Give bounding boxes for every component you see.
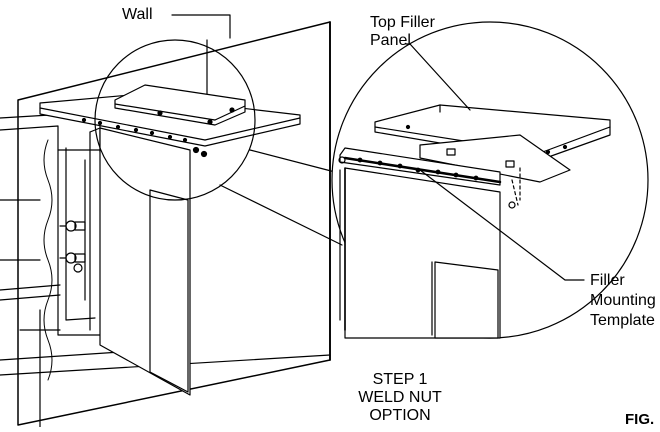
magnified-detail (338, 104, 611, 339)
leader-lines (171, 14, 585, 281)
step-label-line1: STEP 1 (372, 371, 428, 388)
filler-mounting-template-label-line2: Mounting (590, 292, 656, 309)
detail-connector-upper (249, 149, 336, 173)
detail-circle-left (94, 39, 256, 201)
wall-label: Wall (122, 6, 153, 23)
top-filler-panel-label-line2: Panel (370, 32, 411, 49)
step-label-line3: OPTION (369, 407, 431, 424)
filler-mounting-template-label-line3: Template (590, 312, 655, 329)
front-panel (89, 127, 191, 396)
detail-connector-lower (219, 184, 343, 246)
top-rail-left (39, 84, 301, 158)
top-filler-panel-label-line1: Top Filler (370, 14, 435, 31)
step-label-line2: WELD NUT (358, 389, 442, 406)
figure-tag: FIG. (625, 411, 655, 428)
filler-mounting-template-label-line1: Filler (590, 272, 625, 289)
